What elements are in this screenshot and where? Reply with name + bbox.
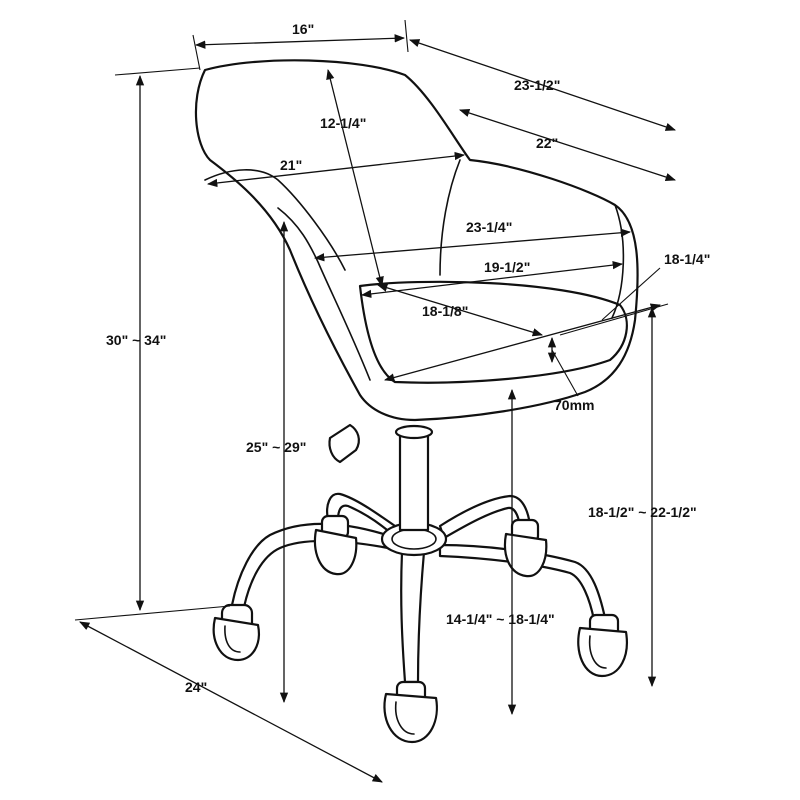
label-seat-depth: 22" — [536, 135, 558, 151]
gas-cylinder — [394, 424, 434, 532]
caster-back-left — [313, 514, 358, 576]
dim-line-arm-depth — [313, 228, 632, 262]
label-overall-height: 30" ~ 34" — [106, 332, 166, 348]
caster-front-right — [577, 613, 628, 678]
label-cushion-thickness: 70mm — [554, 397, 594, 413]
label-arm-height: 18-1/4" — [664, 251, 710, 267]
dim-line-back-width — [194, 34, 406, 49]
label-seat-width: 19-1/2" — [484, 259, 530, 275]
dim-line-arm-height — [383, 303, 662, 382]
label-overall-depth-top: 23-1/2" — [514, 77, 560, 93]
label-arm-depth: 23-1/4" — [466, 219, 512, 235]
caster-back-right — [503, 518, 548, 578]
label-arm-floor-height: 25" ~ 29" — [246, 439, 306, 455]
seat-shell — [194, 59, 639, 422]
height-lever — [328, 423, 360, 464]
dim-line-base-diameter — [79, 621, 383, 783]
caster-front-left — [212, 603, 260, 662]
label-back-height: 12-1/4" — [320, 115, 366, 131]
label-base-diameter: 24" — [185, 679, 207, 695]
label-seat-to-floor-range: 14-1/4" ~ 18-1/4" — [446, 611, 555, 627]
dimension-labels: 16" 23-1/2" 12-1/4" 22" 21" 23-1/4" 19-1… — [106, 21, 710, 695]
dim-line-seat-depth — [459, 108, 676, 182]
dim-line-arm-width — [206, 151, 466, 188]
label-back-width: 16" — [292, 21, 314, 37]
dimension-lines — [74, 19, 676, 783]
label-arm-width: 21" — [280, 157, 302, 173]
caster-front-center — [383, 680, 438, 744]
label-seat-floor-height: 18-1/2" ~ 22-1/2" — [588, 504, 697, 520]
label-seat-inner-depth: 18-1/8" — [422, 303, 468, 319]
